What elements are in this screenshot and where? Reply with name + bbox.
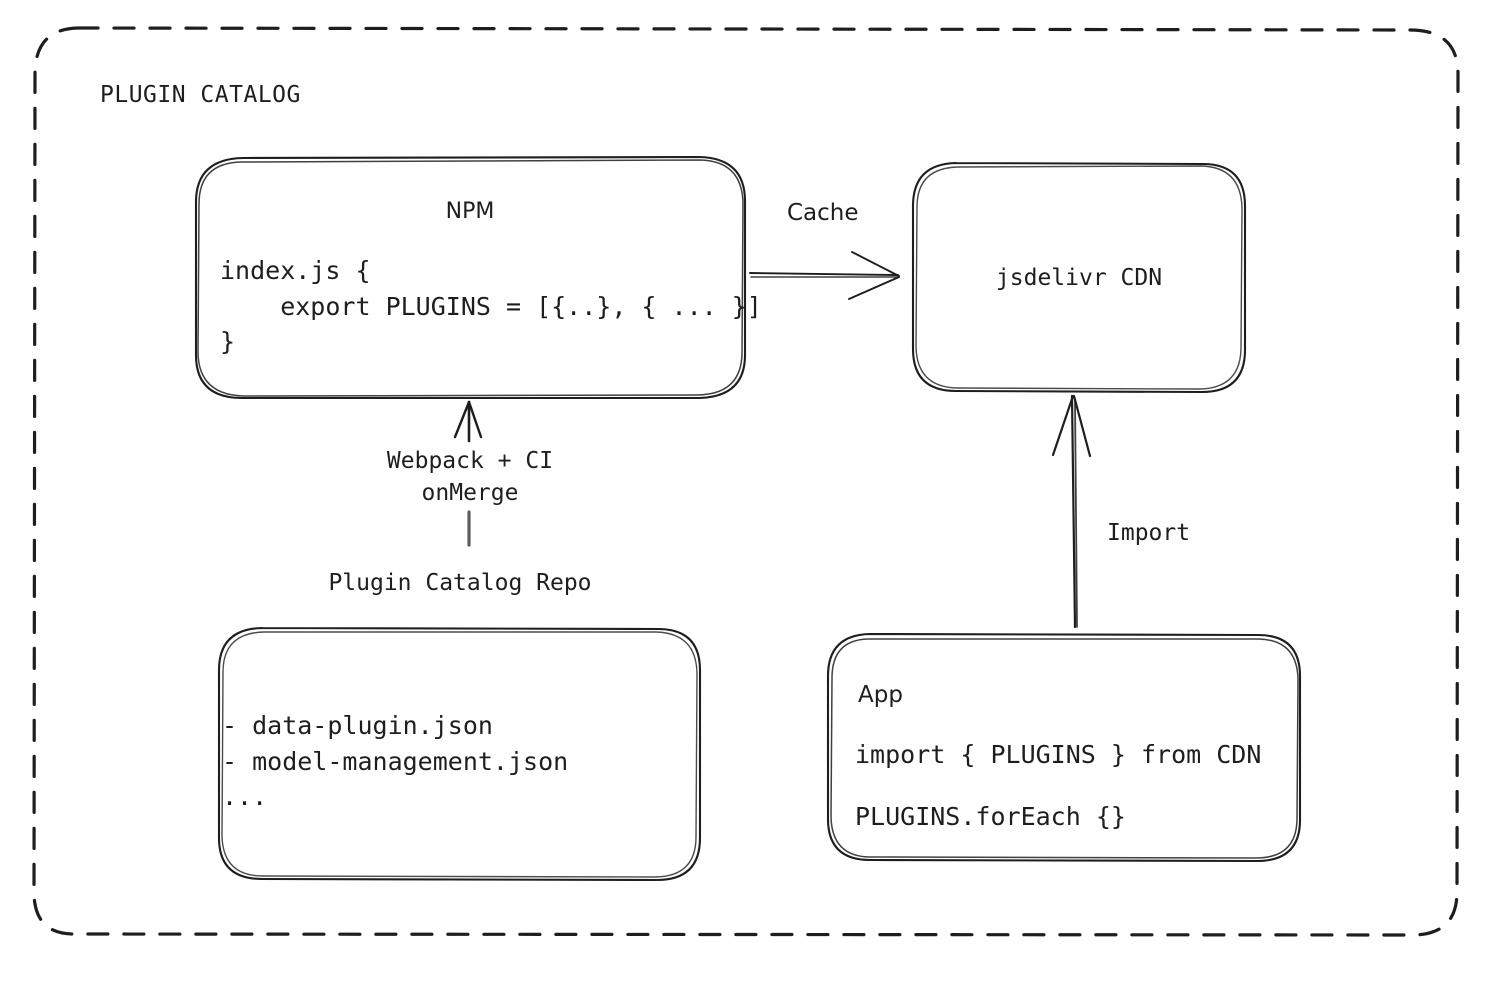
app-node-foreach-line: PLUGINS.forEach {} xyxy=(855,802,1126,831)
import-arrow xyxy=(1051,394,1092,629)
app-node-title: App xyxy=(858,682,903,708)
npm-node-title: NPM xyxy=(445,199,495,224)
repo-node-label: Plugin Catalog Repo xyxy=(328,570,592,596)
repo-node-file-list: - data-plugin.json - model-management.js… xyxy=(222,711,569,811)
import-edge-label: Import xyxy=(1107,520,1191,546)
cache-edge-label: Cache xyxy=(787,200,859,226)
cache-arrow xyxy=(749,251,900,300)
cdn-node-title: jsdelivr CDN xyxy=(995,265,1163,291)
app-node-import-line: import { PLUGINS } from CDN xyxy=(855,740,1262,769)
webpack-ci-edge-label: Webpack + CI onMerge xyxy=(386,448,554,506)
plugin-catalog-title: PLUGIN CATALOG xyxy=(100,82,301,108)
npm-node-code: index.js { export PLUGINS = [{..}, { ...… xyxy=(220,256,762,356)
